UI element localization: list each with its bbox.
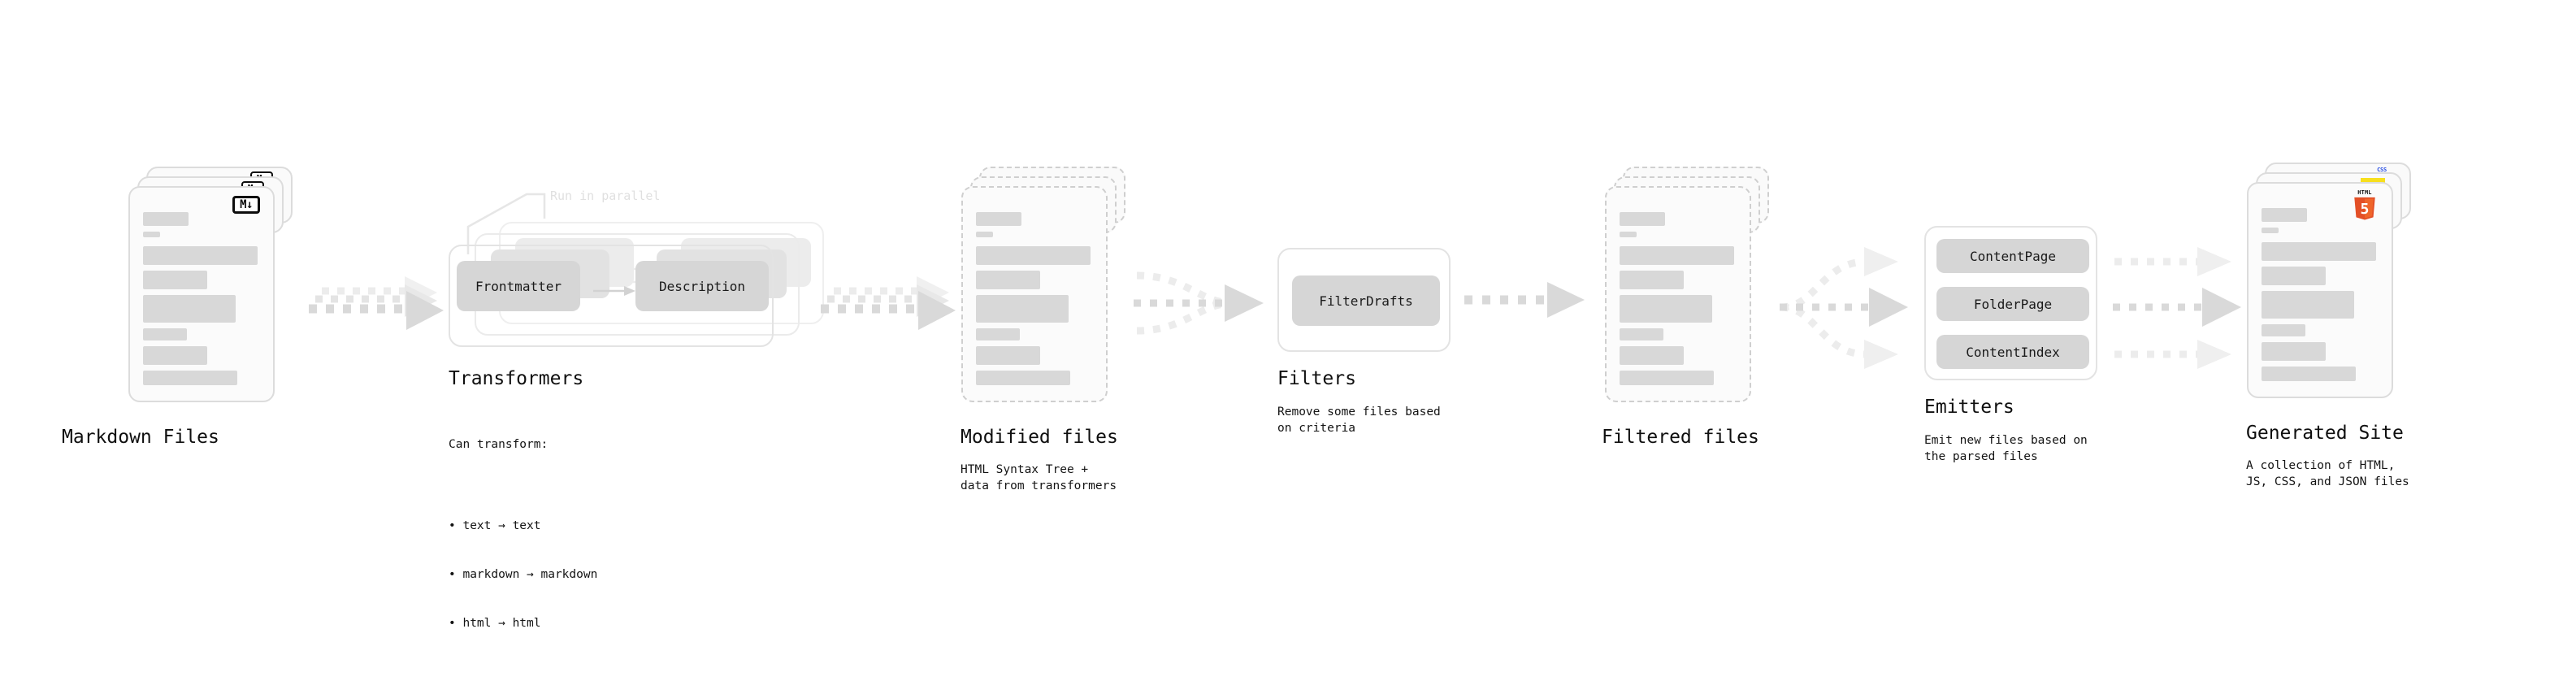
connector-emitters-to-site bbox=[2113, 234, 2267, 380]
emitter-pill-label: ContentIndex bbox=[1966, 344, 2060, 360]
html5-badge-shape: HTML 5 bbox=[2354, 189, 2375, 220]
placeholder-bar bbox=[976, 271, 1040, 289]
placeholder-bar bbox=[1620, 371, 1714, 385]
generated-site-file-stack: CSS HTML 5 bbox=[2247, 163, 2416, 398]
placeholder-bar bbox=[976, 295, 1069, 323]
placeholder-bar bbox=[976, 246, 1091, 265]
placeholder-bar bbox=[1620, 346, 1684, 365]
file-card-front bbox=[961, 186, 1108, 402]
filters-group-box: FilterDrafts bbox=[1277, 248, 1451, 352]
run-in-parallel-label: Run in parallel bbox=[550, 189, 661, 203]
markdown-badge-icon: M↓ bbox=[232, 196, 260, 214]
connector-transformers-to-modified bbox=[819, 268, 974, 341]
file-card-front bbox=[1605, 186, 1751, 402]
placeholder-bar bbox=[976, 346, 1040, 365]
transformer-pill-label: Frontmatter bbox=[475, 278, 562, 294]
modified-file-stack bbox=[961, 167, 1130, 402]
placeholder-bar bbox=[143, 295, 236, 323]
placeholder-bar bbox=[2262, 267, 2326, 285]
transformer-group-front: Frontmatter Description bbox=[449, 245, 774, 347]
emitter-pill-folderpage[interactable]: FolderPage bbox=[1936, 287, 2089, 321]
placeholder-bar bbox=[2262, 342, 2326, 361]
stage-generated-site: CSS HTML 5 bbox=[2246, 163, 2416, 488]
file-card-front: M↓ bbox=[128, 186, 275, 402]
emitter-pill-label: FolderPage bbox=[1973, 296, 2053, 312]
placeholder-bar bbox=[976, 212, 1021, 226]
stage-title-emitters: Emitters bbox=[1924, 397, 2014, 418]
transformers-bullet-item: • markdown → markdown bbox=[449, 568, 598, 581]
stage-subtitle-emitters: Emit new files based on the parsed files bbox=[1924, 434, 2088, 463]
transformer-pill-description[interactable]: Description bbox=[635, 261, 769, 311]
transformer-inner-arrow bbox=[593, 285, 639, 297]
placeholder-bar bbox=[143, 232, 160, 237]
placeholder-bar bbox=[2262, 324, 2305, 336]
emitter-pill-contentpage[interactable]: ContentPage bbox=[1936, 239, 2089, 273]
stage-title-filters: Filters bbox=[1277, 368, 1356, 389]
placeholder-bar bbox=[1620, 271, 1684, 289]
placeholder-bar bbox=[143, 212, 189, 226]
emitter-pill-label: ContentPage bbox=[1970, 248, 2056, 264]
stage-title-transformers: Transformers bbox=[449, 368, 584, 389]
stage-title-filtered-files: Filtered files bbox=[1602, 427, 1759, 448]
stage-subtitle-transformers: Can transform: • text → text • markdown … bbox=[449, 404, 597, 681]
run-in-parallel-bracket bbox=[449, 191, 611, 256]
stage-title-generated-site: Generated Site bbox=[2246, 423, 2404, 444]
filter-pill-filterdrafts[interactable]: FilterDrafts bbox=[1292, 275, 1440, 326]
markdown-badge-label: M↓ bbox=[232, 196, 260, 214]
markdown-file-stack: M↓ M↓ M↓ bbox=[128, 167, 297, 402]
transformer-pill-label: Description bbox=[659, 278, 745, 294]
placeholder-bar bbox=[143, 346, 207, 365]
html5-badge-icon: HTML 5 bbox=[2351, 188, 2379, 220]
placeholder-bar bbox=[1620, 246, 1734, 265]
placeholder-bar bbox=[2262, 367, 2356, 381]
filtered-file-stack bbox=[1605, 167, 1774, 402]
stage-subtitle-filters: Remove some files based on criteria bbox=[1277, 406, 1441, 435]
placeholder-bar bbox=[2262, 242, 2376, 261]
css-badge-label: CSS bbox=[2377, 167, 2387, 173]
placeholder-bar bbox=[976, 371, 1070, 385]
placeholder-bar bbox=[1620, 232, 1637, 237]
document-placeholder-lines bbox=[976, 212, 1096, 391]
placeholder-bar bbox=[2262, 228, 2279, 233]
stage-modified-files: Modified files HTML Syntax Tree + data f… bbox=[961, 167, 1130, 492]
transformers-sub-heading: Can transform: bbox=[449, 438, 549, 451]
connector-modified-to-filters bbox=[1134, 264, 1288, 345]
transformer-pill-frontmatter[interactable]: Frontmatter bbox=[457, 261, 580, 311]
placeholder-bar bbox=[143, 328, 187, 340]
emitters-group-box: ContentPage FolderPage ContentIndex bbox=[1924, 226, 2097, 380]
placeholder-bar bbox=[2262, 208, 2307, 222]
filter-pill-label: FilterDrafts bbox=[1319, 293, 1413, 309]
placeholder-bar bbox=[143, 246, 258, 265]
transformers-bullet-list: • text → text • markdown → markdown • ht… bbox=[449, 485, 597, 664]
stage-subtitle-modified-files: HTML Syntax Tree + data from transformer… bbox=[961, 463, 1117, 492]
placeholder-bar bbox=[143, 271, 207, 289]
stage-title-markdown-files: Markdown Files bbox=[62, 427, 219, 448]
connector-filters-to-filtered bbox=[1463, 280, 1601, 329]
stage-subtitle-generated-site: A collection of HTML, JS, CSS, and JSON … bbox=[2246, 459, 2409, 488]
connector-filtered-to-emitters bbox=[1780, 234, 1934, 380]
placeholder-bar bbox=[2262, 291, 2354, 319]
svg-text:HTML: HTML bbox=[2357, 189, 2371, 196]
connector-md-to-transformers bbox=[307, 268, 462, 341]
placeholder-bar bbox=[976, 328, 1020, 340]
document-placeholder-lines bbox=[143, 212, 263, 391]
placeholder-bar bbox=[143, 371, 237, 385]
stage-markdown-files: M↓ M↓ M↓ bbox=[62, 167, 297, 448]
file-card-front: HTML 5 bbox=[2247, 182, 2393, 398]
emitter-pill-contentindex[interactable]: ContentIndex bbox=[1936, 335, 2089, 369]
stage-title-modified-files: Modified files bbox=[961, 427, 1118, 448]
placeholder-bar bbox=[976, 232, 993, 237]
stage-filtered-files: Filtered files bbox=[1602, 167, 1774, 448]
document-placeholder-lines bbox=[2262, 208, 2382, 387]
placeholder-bar bbox=[1620, 212, 1665, 226]
placeholder-bar bbox=[1620, 328, 1663, 340]
transformers-bullet-item: • text → text bbox=[449, 519, 541, 532]
document-placeholder-lines bbox=[1620, 212, 1740, 391]
transformers-bullet-item: • html → html bbox=[449, 617, 541, 630]
placeholder-bar bbox=[1620, 295, 1712, 323]
svg-text:5: 5 bbox=[2361, 201, 2370, 218]
